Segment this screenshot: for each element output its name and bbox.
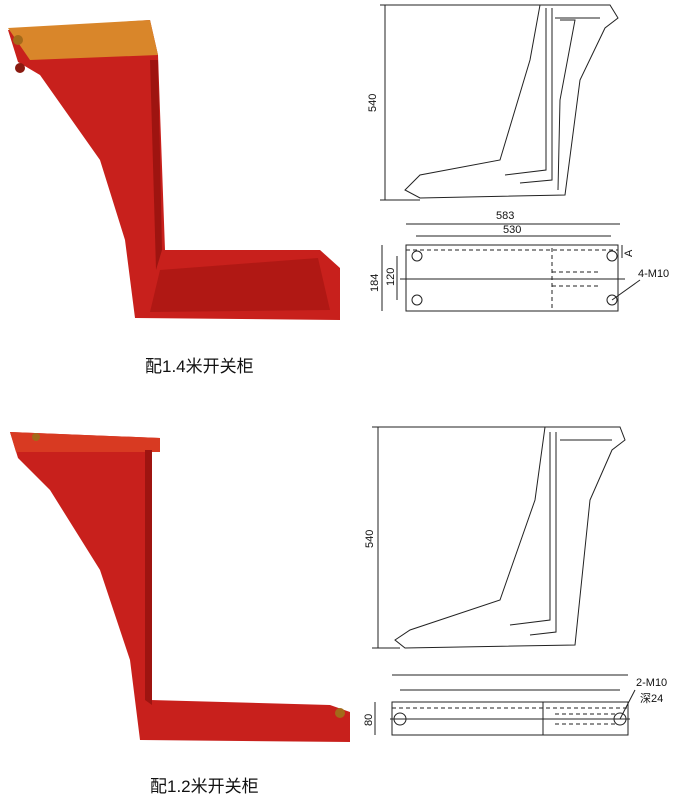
top-plan-overall-label: 583 bbox=[496, 210, 514, 222]
side-drawing-top bbox=[380, 4, 619, 201]
top-plan-mark-label: A bbox=[623, 249, 635, 257]
plan-drawing-top bbox=[381, 223, 641, 312]
caption-bottom: 配1.2米开关柜 bbox=[150, 777, 259, 796]
bracket-photo-bottom bbox=[10, 432, 350, 742]
bottom-side-height-label: 540 bbox=[364, 530, 376, 548]
top-plan-width-label: 184 bbox=[369, 274, 381, 292]
top-plan-holes-label: 530 bbox=[503, 224, 521, 236]
top-plan-spacing-label: 120 bbox=[385, 268, 397, 286]
bracket-photo-top bbox=[8, 20, 340, 320]
bottom-plan-bolts-label: 2-M10 bbox=[636, 677, 667, 689]
top-plan-bolts-label: 4-M10 bbox=[638, 268, 669, 280]
side-drawing-bottom bbox=[372, 426, 626, 649]
caption-top: 配1.4米开关柜 bbox=[145, 357, 254, 376]
bottom-plan-depth-label: 深24 bbox=[640, 692, 663, 705]
top-side-height-label: 540 bbox=[367, 94, 379, 112]
bottom-plan-width-label: 80 bbox=[363, 714, 375, 726]
plan-drawing-bottom bbox=[374, 674, 636, 736]
